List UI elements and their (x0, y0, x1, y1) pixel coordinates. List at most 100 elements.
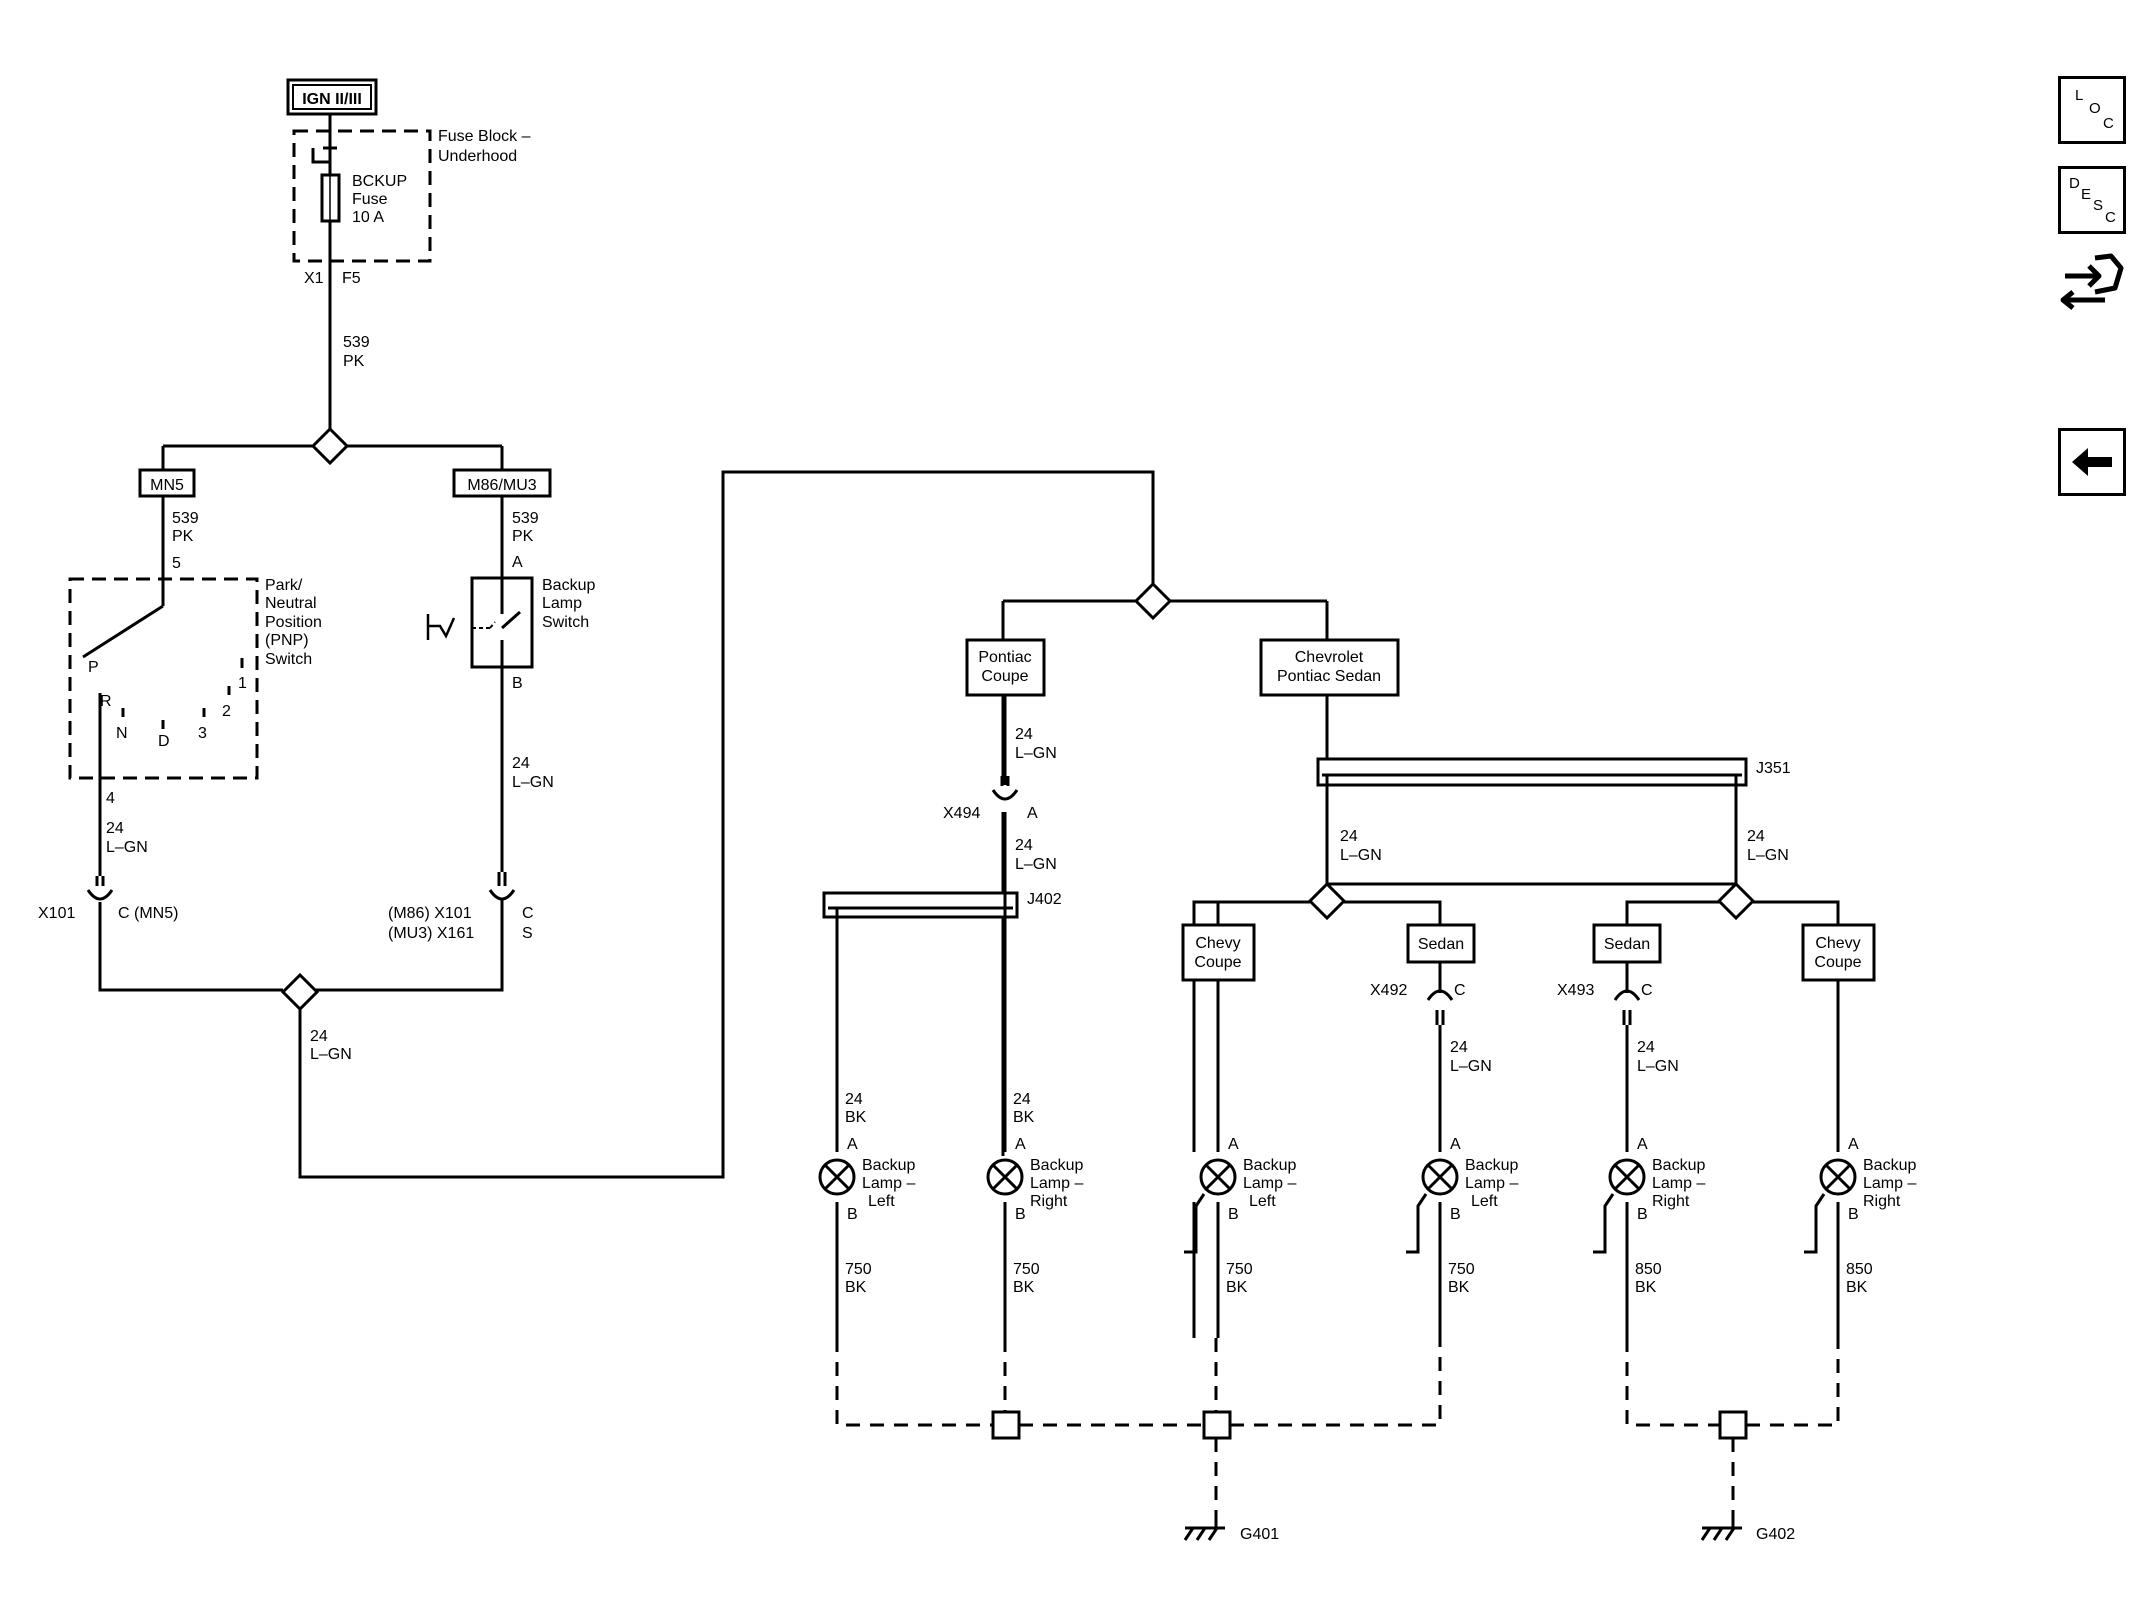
desc-button[interactable]: D E S C (2058, 166, 2126, 234)
pnp-position-r: R (100, 693, 112, 710)
option-m86-label: M86/MU3 (467, 477, 536, 494)
connector-x493-label: X493 (1557, 982, 1594, 999)
pnp-position-3: 3 (198, 725, 207, 742)
svg-text:850: 850 (1846, 1261, 1873, 1278)
terminal-x1: X1 (304, 270, 324, 287)
backup-lamp-icon (986, 1158, 1024, 1196)
backup-lamp-icon (1199, 1158, 1237, 1196)
connector-x494-label: X494 (943, 805, 980, 822)
fuse-block-label-2: Underhood (438, 148, 517, 165)
option-box-chevy-coupe-right (1801, 923, 1876, 982)
wire-number: 539 (172, 510, 199, 527)
lamp-branch-wiring (835, 695, 1840, 1338)
wire-number: 24 (310, 1028, 328, 1045)
svg-text:850: 850 (1635, 1261, 1662, 1278)
loc-button[interactable]: L O C (2058, 76, 2126, 144)
connector-tool-button[interactable] (2055, 248, 2129, 322)
lamps (818, 1158, 1857, 1196)
option-label: Sedan (1418, 936, 1464, 953)
wire-color: L–GN (310, 1046, 352, 1063)
wire-color: L–GN (1015, 745, 1057, 762)
svg-text:Lamp –: Lamp – (1030, 1175, 1083, 1192)
ground-dashed (835, 1338, 1840, 1515)
pnp-position-d: D (158, 733, 170, 750)
svg-text:B: B (1450, 1206, 1461, 1223)
j402-splice-pack (822, 891, 1019, 919)
option-label-2: Pontiac Sedan (1277, 668, 1381, 685)
connector-x101-m86: (M86) X101 (388, 905, 472, 922)
svg-text:A: A (847, 1136, 858, 1153)
connector-symbol (488, 889, 516, 901)
option-mn5-label: MN5 (150, 477, 184, 494)
fuse-label-2: Fuse (352, 191, 388, 208)
svg-text:Backup: Backup (1465, 1157, 1518, 1174)
pnp-label-4: (PNP) (265, 632, 309, 649)
svg-text:Lamp –: Lamp – (862, 1175, 915, 1192)
svg-text:750: 750 (1448, 1261, 1475, 1278)
svg-text:Left: Left (868, 1193, 895, 1210)
back-button[interactable] (2058, 428, 2126, 496)
option-label-2: Coupe (1814, 954, 1861, 971)
switch-actuator-icon (426, 614, 456, 640)
pnp-contacts (121, 658, 244, 729)
option-box-sedan-right (1592, 923, 1662, 964)
ground-g401-label: G401 (1240, 1526, 1279, 1543)
connector-x494 (991, 776, 1019, 1152)
switch-label-3: Switch (542, 614, 589, 631)
svg-text:Lamp –: Lamp – (1465, 1175, 1518, 1192)
fuse-block (292, 129, 432, 263)
svg-text:B: B (1848, 1206, 1859, 1223)
svg-text:Left: Left (1249, 1193, 1276, 1210)
splice-diamonds (280, 426, 1756, 1012)
option-box-sedan-left (1406, 923, 1476, 964)
ground-symbols (1183, 1515, 1742, 1541)
wire-number: 24 (1015, 726, 1033, 743)
pnp-switch-box (68, 577, 259, 780)
wire-color: L–GN (512, 774, 554, 791)
ground-splice (991, 1410, 1021, 1440)
svg-text:Left: Left (1471, 1193, 1498, 1210)
splice-packs (822, 757, 1748, 919)
fuse-block-label: Fuse Block – (438, 128, 531, 145)
option-label: Chevy (1815, 935, 1860, 952)
wire-color: L–GN (106, 839, 148, 856)
svg-text:A: A (1450, 1136, 1461, 1153)
pnp-pin-4: 4 (106, 790, 115, 807)
option-label-2: Coupe (981, 668, 1028, 685)
backup-lamp-icon (1608, 1158, 1646, 1196)
connector-symbol (86, 889, 114, 901)
connector-tool-icon (2060, 253, 2124, 310)
switch-pin-b: B (512, 675, 523, 692)
svg-text:A: A (1015, 1136, 1026, 1153)
svg-text:750: 750 (845, 1261, 872, 1278)
svg-text:750: 750 (1226, 1261, 1253, 1278)
svg-text:Lamp –: Lamp – (1243, 1175, 1296, 1192)
splice-diamond (1133, 581, 1173, 621)
wire-color: PK (512, 528, 534, 545)
switch-label: Backup (542, 577, 595, 594)
lamp-case-grounds (1184, 1193, 1826, 1254)
terminal-f5: F5 (342, 270, 361, 287)
splice-diamond (1716, 881, 1756, 921)
wire-number: 539 (343, 334, 370, 351)
svg-text:A: A (1228, 1136, 1239, 1153)
backup-lamp-icon (1819, 1158, 1857, 1196)
connector-pin: S (522, 925, 533, 942)
wire-color: PK (172, 528, 194, 545)
svg-text:BK: BK (1448, 1279, 1470, 1296)
lamp-labels: Backup Lamp – Left Backup Lamp – Right B… (862, 1157, 1916, 1210)
svg-text:A: A (1637, 1136, 1648, 1153)
backup-lamp-icon (818, 1158, 856, 1196)
option-label-2: Coupe (1194, 954, 1241, 971)
back-arrow-icon (2072, 448, 2112, 476)
branch-lines (1325, 788, 1738, 886)
wire-number: 24 (1637, 1039, 1655, 1056)
wire-color: BK (1013, 1109, 1035, 1126)
svg-text:BK: BK (1226, 1279, 1248, 1296)
svg-text:Backup: Backup (862, 1157, 915, 1174)
wires-right (1325, 788, 1738, 888)
connector-x492-label: X492 (1370, 982, 1407, 999)
svg-text:Backup: Backup (1863, 1157, 1916, 1174)
j351-splice-pack (1316, 757, 1748, 787)
